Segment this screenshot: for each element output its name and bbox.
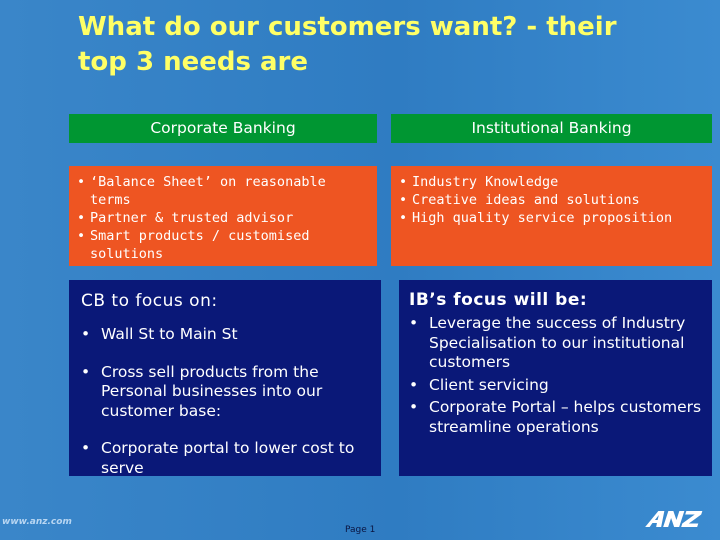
corporate-need-item: Partner & trusted advisor <box>77 209 371 227</box>
slide-title: What do our customers want? - their top … <box>78 10 698 80</box>
anz-logo-icon <box>645 511 703 527</box>
institutional-focus-list: Leverage the success of Industry Special… <box>409 314 706 437</box>
page-number: Page 1 <box>345 525 376 535</box>
institutional-banking-header: Institutional Banking <box>391 114 712 143</box>
title-line-2: top 3 needs are <box>78 47 309 77</box>
corporate-need-item: ‘Balance Sheet’ on reasonable terms <box>77 173 371 209</box>
corporate-need-item: Smart products / customised solutions <box>77 227 371 263</box>
footer-url: www.anz.com <box>2 517 72 527</box>
corporate-focus-box: CB to focus on: Wall St to Main St Cross… <box>69 280 381 478</box>
institutional-need-item: Creative ideas and solutions <box>399 191 706 209</box>
corporate-focus-item: Corporate portal to lower cost to serve <box>81 439 371 478</box>
institutional-needs-list: Industry Knowledge Creative ideas and so… <box>399 173 706 227</box>
corporate-needs-list: ‘Balance Sheet’ on reasonable terms Part… <box>77 173 371 263</box>
corporate-focus-heading: CB to focus on: <box>81 291 218 311</box>
institutional-needs-box: Industry Knowledge Creative ideas and so… <box>391 166 712 266</box>
institutional-focus-item: Leverage the success of Industry Special… <box>409 314 706 373</box>
institutional-focus-heading: IB’s focus will be: <box>409 290 588 310</box>
title-line-1: What do our customers want? - their <box>78 12 617 42</box>
corporate-needs-box: ‘Balance Sheet’ on reasonable terms Part… <box>69 166 377 266</box>
institutional-need-item: Industry Knowledge <box>399 173 706 191</box>
institutional-focus-item: Corporate Portal – helps customers strea… <box>409 398 706 437</box>
institutional-focus-box: IB’s focus will be: Leverage the success… <box>399 280 712 476</box>
corporate-banking-header: Corporate Banking <box>69 114 377 143</box>
institutional-focus-item: Client servicing <box>409 376 706 396</box>
corporate-focus-list: Wall St to Main St Cross sell products f… <box>81 325 371 478</box>
institutional-need-item: High quality service proposition <box>399 209 706 227</box>
corporate-focus-item: Wall St to Main St <box>81 325 371 345</box>
corporate-focus-item: Cross sell products from the Personal bu… <box>81 363 371 422</box>
